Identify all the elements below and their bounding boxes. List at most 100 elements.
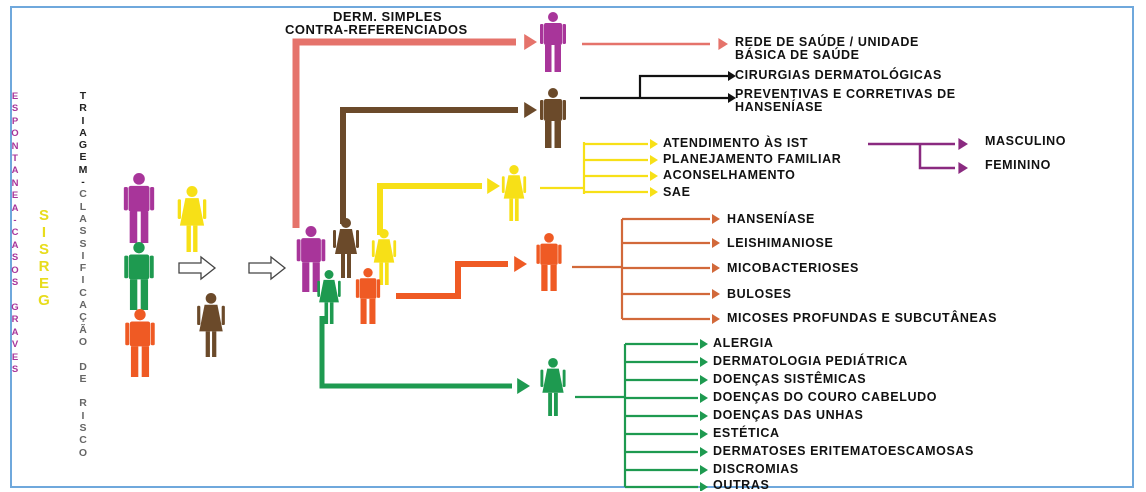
- espontanea-char: S: [11, 277, 19, 289]
- triagem-char: I: [81, 274, 85, 287]
- orange-head-2: [712, 263, 720, 273]
- purple-lower: [918, 144, 955, 170]
- sub-item-masculino: MASCULINO: [985, 134, 1067, 148]
- hollow-arrow-2: [248, 255, 287, 281]
- purple-head-lower: [958, 162, 968, 174]
- orange-head-1: [712, 238, 720, 248]
- sisreg-char: S: [38, 207, 49, 224]
- person-magenta-left: [123, 173, 155, 243]
- brown-item-1: PREVENTIVAS E CORRETIVAS DE HANSENÍASE: [735, 87, 956, 114]
- green-head-5: [700, 429, 708, 439]
- espontanea-char: R: [11, 314, 19, 326]
- espontanea-char: G: [11, 301, 19, 313]
- salmon-arrowhead: [524, 34, 537, 50]
- triagem-char: O: [78, 335, 88, 348]
- person-orange-center: [355, 268, 381, 324]
- yellow-head-0: [650, 139, 658, 149]
- triagem-char: E: [79, 151, 87, 164]
- espontanea-char: O: [11, 128, 19, 140]
- triagem-char: I: [81, 114, 85, 127]
- orange-head-3: [712, 289, 720, 299]
- brown-item-0: CIRURGIAS DERMATOLÓGICAS: [735, 68, 942, 82]
- person-yellow-left: [177, 186, 207, 252]
- person-brown-center: [333, 218, 359, 278]
- person-orange-left: [125, 309, 155, 377]
- orange-item-0: HANSENÍASE: [727, 212, 815, 226]
- yellow-head-2: [650, 171, 658, 181]
- green-arrowhead: [517, 378, 530, 394]
- triagem-char: [82, 385, 85, 397]
- triagem-char: C: [79, 434, 87, 447]
- espontanea-char: E: [11, 351, 19, 363]
- yellow-head-3: [650, 187, 658, 197]
- sisreg-char: G: [38, 292, 50, 309]
- purple-head-upper: [958, 138, 968, 150]
- orange-head-0: [712, 214, 720, 224]
- espontanea-char: A: [11, 326, 19, 338]
- header-line1: DERM. SIMPLES: [333, 9, 443, 24]
- green-item-0: ALERGIA: [713, 336, 774, 350]
- person-magenta-target: [540, 12, 566, 72]
- sisreg-char: S: [38, 241, 49, 258]
- green-item-6: DERMATOSES ERITEMATOESCAMOSAS: [713, 444, 974, 458]
- sisreg-char: E: [38, 275, 49, 292]
- person-green-left: [124, 242, 154, 310]
- triagem-char: G: [78, 139, 88, 152]
- yellow-item-0: ATENDIMENTO ÀS IST: [663, 136, 809, 150]
- brown-trunk: [340, 107, 518, 224]
- espontanea-char: A: [11, 165, 19, 177]
- triagem-char: L: [79, 200, 87, 213]
- espontanea-char: -: [13, 215, 17, 227]
- green-head-2: [700, 375, 708, 385]
- orange-item-3: BULOSES: [727, 287, 792, 301]
- triagem-char: S: [79, 237, 87, 250]
- espontanea-char: A: [11, 239, 19, 251]
- triagem-char: R: [79, 102, 87, 115]
- sisreg-char: I: [41, 224, 47, 241]
- green-head-7: [700, 465, 708, 475]
- person-yellow-center: [371, 229, 397, 285]
- black-head-top: [728, 71, 736, 81]
- espontanea-char: E: [11, 91, 19, 102]
- triagem-char: S: [79, 422, 87, 435]
- triagem-char: A: [79, 299, 87, 312]
- sub-item-feminino: FEMININO: [985, 158, 1051, 172]
- triagem-char: E: [79, 372, 87, 385]
- espontanea-char: S: [11, 103, 19, 115]
- person-green-center: [317, 270, 341, 324]
- green-head-0: [700, 339, 708, 349]
- triagem-char: Ã: [79, 323, 87, 336]
- brown-arrowhead: [524, 102, 537, 118]
- triagem-char: T: [79, 90, 87, 102]
- triagem-char: M: [78, 163, 88, 176]
- espontanea-char: N: [11, 140, 19, 152]
- orange-arrowhead: [514, 256, 527, 272]
- triagem-char: A: [79, 126, 87, 139]
- triagem-char: [82, 348, 85, 360]
- triagem-char: S: [79, 225, 87, 238]
- triagem-char: C: [79, 286, 87, 299]
- person-orange-target: [536, 233, 562, 291]
- person-magenta-center: [296, 226, 326, 292]
- green-head-8: [700, 482, 708, 491]
- espontanea-char: E: [11, 190, 19, 202]
- person-brown-left: [197, 293, 225, 357]
- diagram-frame: [10, 6, 1134, 488]
- triagem-char: A: [79, 212, 87, 225]
- espontanea-char: P: [11, 115, 19, 127]
- orange-item-4: MICOSES PROFUNDAS E SUBCUTÂNEAS: [727, 311, 998, 325]
- triagem-char: F: [79, 262, 87, 275]
- yellow-trunk: [377, 183, 482, 235]
- green-item-5: ESTÉTICA: [713, 426, 780, 440]
- triagem-char: I: [81, 409, 85, 422]
- green-item-1: DERMATOLOGIA PEDIÁTRICA: [713, 354, 908, 368]
- triagem-char: C: [79, 188, 87, 201]
- green-item-7: DISCROMIAS: [713, 462, 799, 476]
- hollow-arrow-1: [178, 255, 217, 281]
- triagem-char: Ç: [79, 311, 87, 324]
